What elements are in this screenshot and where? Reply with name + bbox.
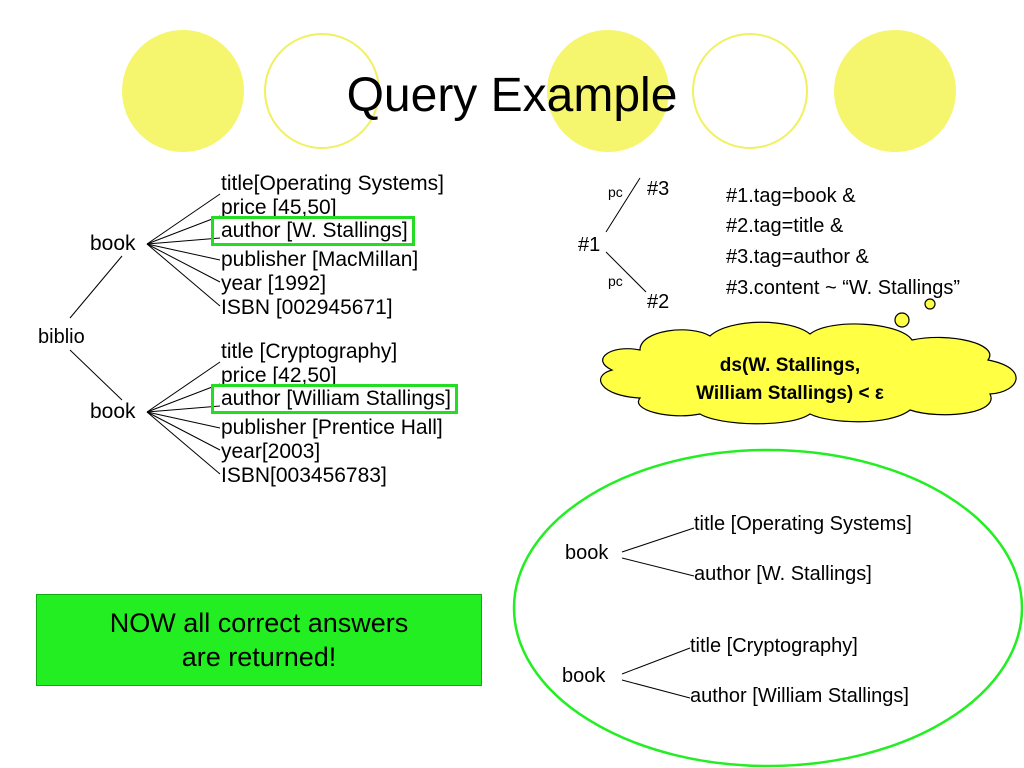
decorative-circle	[547, 30, 669, 152]
pattern-node-2: #2	[647, 291, 670, 313]
tree-leaf-publisher: publisher [MacMillan]	[221, 248, 419, 271]
result-leaf-author: author [W. Stallings]	[694, 563, 872, 585]
page-title: Query Example	[346, 69, 678, 122]
tree-leaf-year: year [1992]	[221, 272, 327, 295]
tree-leaf-year: year[2003]	[221, 440, 321, 463]
callout-box: NOW all correct answers are returned!	[36, 594, 482, 686]
edge-label-pc: pc	[608, 273, 623, 289]
pattern-root-node: #1	[578, 234, 601, 256]
thought-line-1: ds(W. Stallings,	[719, 355, 861, 376]
decorative-circle	[692, 33, 808, 149]
tree-leaf-title: title[Operating Systems]	[221, 172, 444, 195]
pattern-condition: #1.tag=book &	[726, 185, 856, 207]
thought-cloud	[600, 321, 1017, 425]
thought-line-2: William Stallings) < ε	[696, 383, 884, 404]
callout-line-1: NOW all correct answers	[109, 608, 409, 638]
thought-bubble-medium	[894, 312, 910, 328]
results-ellipse	[512, 448, 1024, 768]
decorative-circle	[834, 30, 956, 152]
callout-line-2: are returned!	[181, 642, 337, 672]
tree-leaf-publisher: publisher [Prentice Hall]	[221, 416, 443, 439]
result-leaf-title: title [Cryptography]	[690, 635, 858, 657]
decorative-circle	[264, 33, 380, 149]
tree-leaf-title: title [Cryptography]	[221, 340, 398, 363]
result-leaf-title: title [Operating Systems]	[694, 513, 912, 535]
tree-leaf-price: price [45,50]	[221, 196, 337, 219]
tree-leaf-price: price [42,50]	[221, 364, 337, 387]
tree-leaf-isbn: ISBN[003456783]	[221, 464, 387, 487]
result-book-label: book	[562, 665, 606, 687]
pattern-condition: #3.content ~ “W. Stallings”	[726, 277, 961, 299]
thought-bubble-small	[924, 298, 936, 310]
tree-leaf-isbn: ISBN [002945671]	[221, 296, 393, 319]
result-book-label: book	[565, 542, 609, 564]
highlighted-author-leaf: author [William Stallings]	[211, 384, 458, 414]
pattern-condition: #2.tag=title &	[726, 215, 844, 237]
tree-root-label: biblio	[38, 326, 85, 348]
tree-edges	[69, 177, 695, 699]
thought-cloud-text: ds(W. Stallings, William Stallings) < ε	[640, 352, 940, 408]
pattern-node-3: #3	[647, 178, 670, 200]
book-node-label: book	[90, 232, 136, 255]
book-node-label: book	[90, 400, 136, 423]
edge-label-pc: pc	[608, 184, 623, 200]
result-leaf-author: author [William Stallings]	[690, 685, 909, 707]
highlighted-author-leaf: author [W. Stallings]	[211, 216, 415, 246]
pattern-condition: #3.tag=author &	[726, 246, 869, 268]
decorative-circle	[122, 30, 244, 152]
